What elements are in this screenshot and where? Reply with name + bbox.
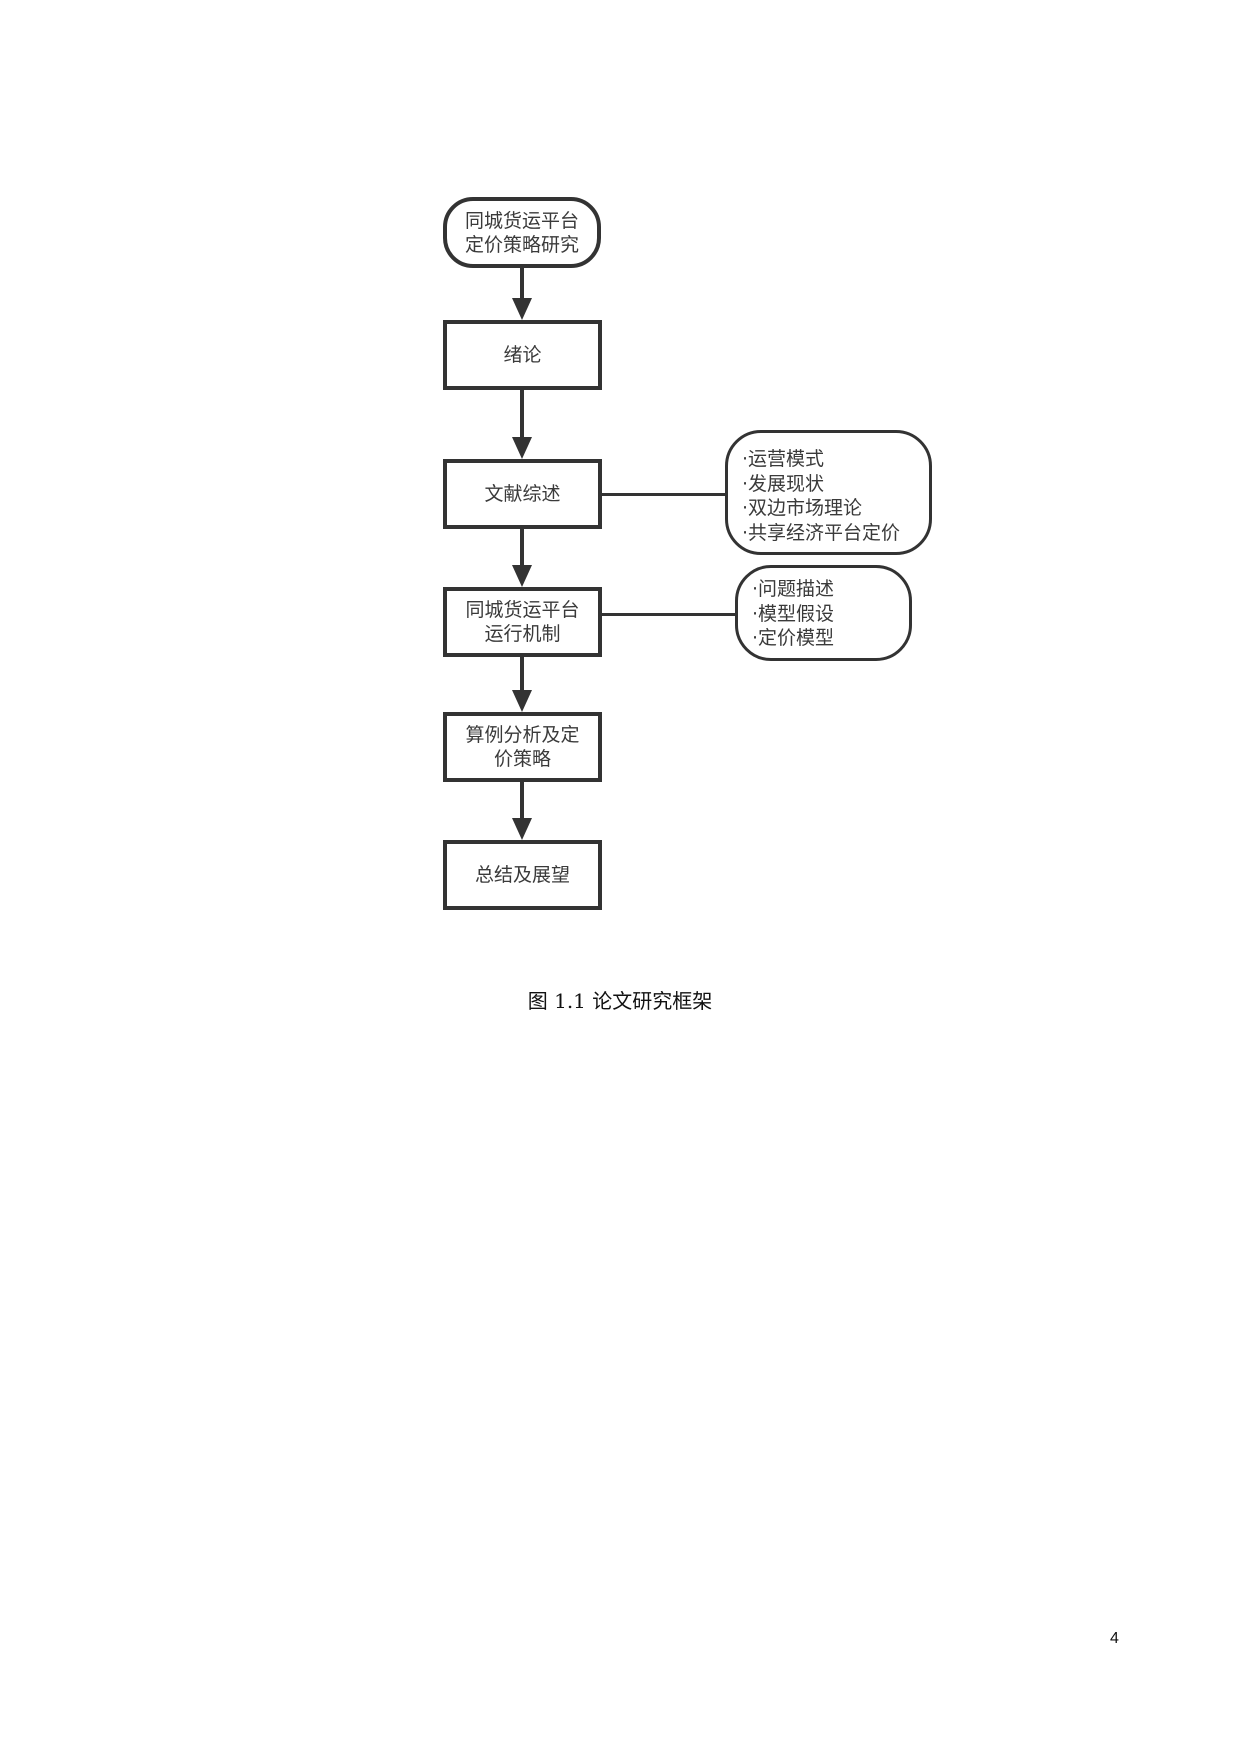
step-platform-mechanism: 同城货运平台 运行机制 [443, 587, 602, 657]
step-label: 总结及展望 [474, 864, 570, 886]
connector-line [520, 529, 524, 567]
side-note-item: 发展现状 [742, 472, 929, 497]
figure-caption: 图 1.1 论文研究框架 [527, 989, 713, 1013]
page-number: 4 [1110, 1630, 1119, 1647]
arrow-down-icon [512, 565, 532, 587]
step-literature-review: 文献综述 [443, 459, 602, 529]
step-label: 同城货运平台 运行机制 [465, 599, 580, 645]
side-note-item: 模型假设 [752, 602, 909, 627]
connector-line [520, 390, 524, 438]
side-note-mechanism-topics: 问题描述 模型假设 定价模型 [735, 565, 912, 661]
connector-line [520, 268, 524, 300]
side-note-item: 共享经济平台定价 [742, 521, 929, 546]
side-note-item: 运营模式 [742, 447, 929, 472]
arrow-down-icon [512, 437, 532, 459]
arrow-down-icon [512, 690, 532, 712]
arrow-down-icon [512, 818, 532, 840]
start-node-research-topic: 同城货运平台 定价策略研究 [443, 197, 601, 268]
arrow-down-icon [512, 298, 532, 320]
side-note-literature-topics: 运营模式 发展现状 双边市场理论 共享经济平台定价 [725, 430, 932, 555]
step-label: 文献综述 [484, 483, 561, 505]
connector-line [520, 782, 524, 820]
step-label: 绪论 [503, 344, 542, 366]
connector-line [520, 657, 524, 692]
step-introduction: 绪论 [443, 320, 602, 390]
side-note-item: 问题描述 [752, 577, 909, 602]
step-conclusion: 总结及展望 [443, 840, 602, 910]
step-case-analysis: 算例分析及定 价策略 [443, 712, 602, 782]
side-note-item: 定价模型 [752, 626, 909, 651]
side-connector-line [602, 613, 736, 616]
step-label: 算例分析及定 价策略 [465, 724, 580, 770]
side-note-item: 双边市场理论 [742, 496, 929, 521]
side-connector-line [602, 493, 726, 496]
start-node-label: 同城货运平台 定价策略研究 [464, 209, 579, 256]
